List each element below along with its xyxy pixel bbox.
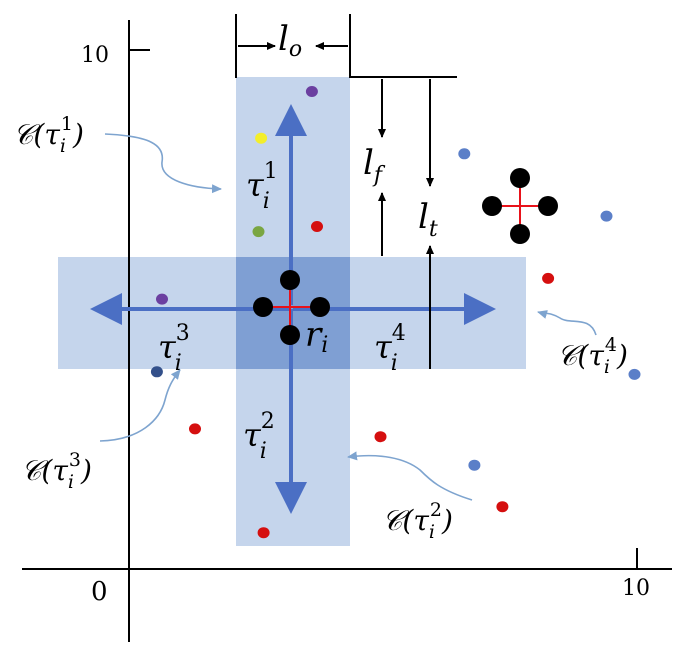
robot-secondary [482,168,558,244]
data-point [257,527,270,539]
robot-wheel [510,224,530,244]
data-point [311,221,323,232]
coverage-label-2: 𝒞(τi2) [382,499,453,543]
data-point [628,368,641,380]
task-label-3: τi3 [158,321,190,376]
robot-wheel [310,297,330,317]
robot-main [253,270,330,345]
data-point [255,132,268,144]
coverage-label-4: 𝒞(τi4) [557,334,628,378]
data-point [458,148,471,160]
callout-c1 [104,133,222,194]
dimension-label-l-o: lo [278,19,302,62]
data-point [189,423,201,435]
data-point [305,86,318,97]
coverage-callouts [99,133,597,501]
coverage-label-3: 𝒞(τi3) [21,449,92,493]
axes [22,20,672,642]
robot-wheel [482,196,502,216]
data-point [156,293,168,305]
callout-c4 [537,310,597,336]
task-label-4: τi4 [374,321,406,376]
dimension-l-f-l-t [350,76,457,369]
data-point [150,366,163,378]
dimension-l-o [235,14,351,78]
x-tick-label: 10 [622,576,650,601]
data-point [468,459,481,471]
callout-c3 [99,369,181,442]
robot-wheel [510,168,530,188]
task-label-2: τi2 [243,409,275,464]
robot-wheel [538,196,558,216]
callout-c2 [347,451,473,501]
origin-label: 0 [91,577,108,607]
data-point [496,501,509,513]
y-tick-label: 10 [81,43,109,68]
robot-label: ri [305,315,328,358]
task-label-1: τi1 [246,159,278,214]
coverage-label-1: 𝒞(τi1) [13,113,84,157]
data-point [542,272,555,284]
robot-wheel [280,325,300,345]
data-point [374,431,387,443]
dimension-label-l-f: lf [363,143,386,188]
robot-wheel [253,297,273,317]
robot-wheel [280,270,300,290]
data-point [600,210,613,222]
data-point [252,226,265,238]
dimension-label-l-t: lt [418,197,438,242]
points-layer [150,86,641,539]
